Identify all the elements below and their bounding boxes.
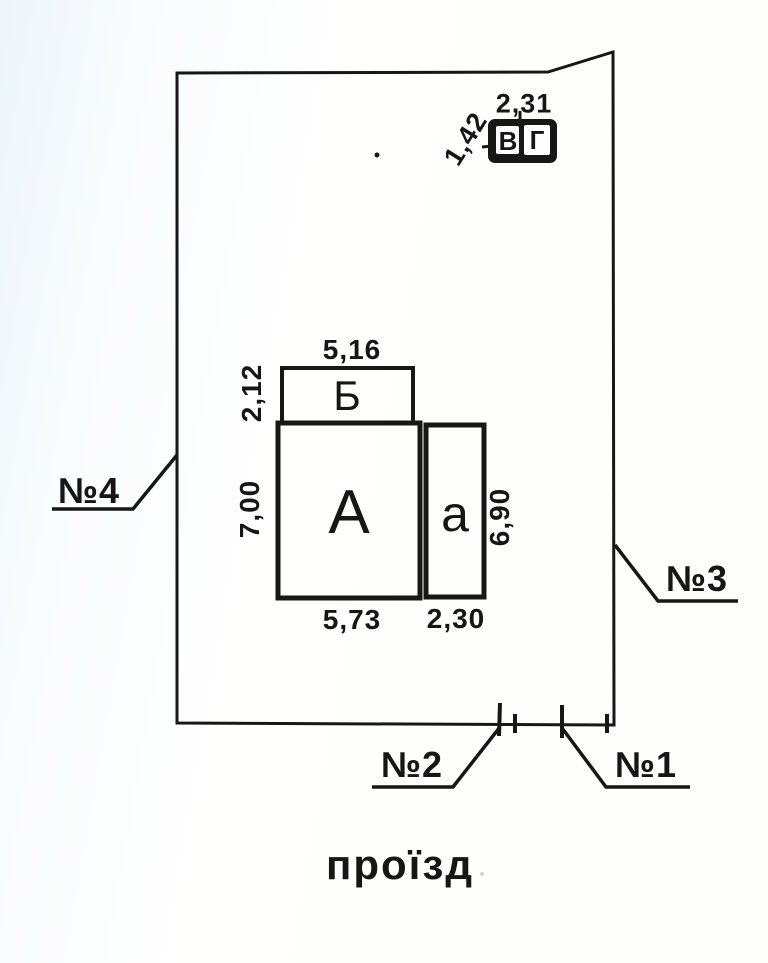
- dim-a-width: 5,73: [322, 604, 382, 635]
- marker-4-leader: [52, 453, 179, 511]
- outbuilding-v-label: В: [498, 126, 518, 156]
- marker-1-leader: [560, 726, 690, 789]
- dim-b-width: 5,16: [322, 334, 382, 365]
- outbuilding-g-label: Г: [529, 125, 545, 155]
- marker-2-leader: [372, 725, 502, 789]
- marker-3: №3: [665, 558, 729, 599]
- dim-b-height: 2,12: [236, 363, 267, 423]
- caption-passage: проїзд: [325, 841, 475, 888]
- building-annex-outline: [423, 422, 487, 600]
- marker-4: №4: [57, 470, 121, 511]
- dim-vg-width: 2,31: [495, 88, 553, 119]
- dim-tick-vg-left: [481, 144, 494, 149]
- scan-speck-faint: [480, 872, 484, 876]
- building-a-outline: [275, 420, 423, 601]
- plot-boundary: [175, 49, 616, 727]
- dim-a-height: 7,00: [234, 479, 265, 539]
- marker-2: №2: [380, 744, 444, 785]
- building-a-label: А: [328, 478, 370, 547]
- marker-3-leader: [613, 543, 738, 603]
- scan-speck: [374, 152, 380, 158]
- dim-annex-width: 2,30: [426, 603, 486, 634]
- boundary-tick-1: [497, 702, 502, 737]
- dim-annex-height: 6,90: [484, 487, 515, 547]
- outbuilding-vg-block: [488, 119, 557, 163]
- marker-1: №1: [614, 744, 678, 785]
- building-annex-label: а: [441, 486, 469, 542]
- building-b-label: Б: [333, 372, 361, 419]
